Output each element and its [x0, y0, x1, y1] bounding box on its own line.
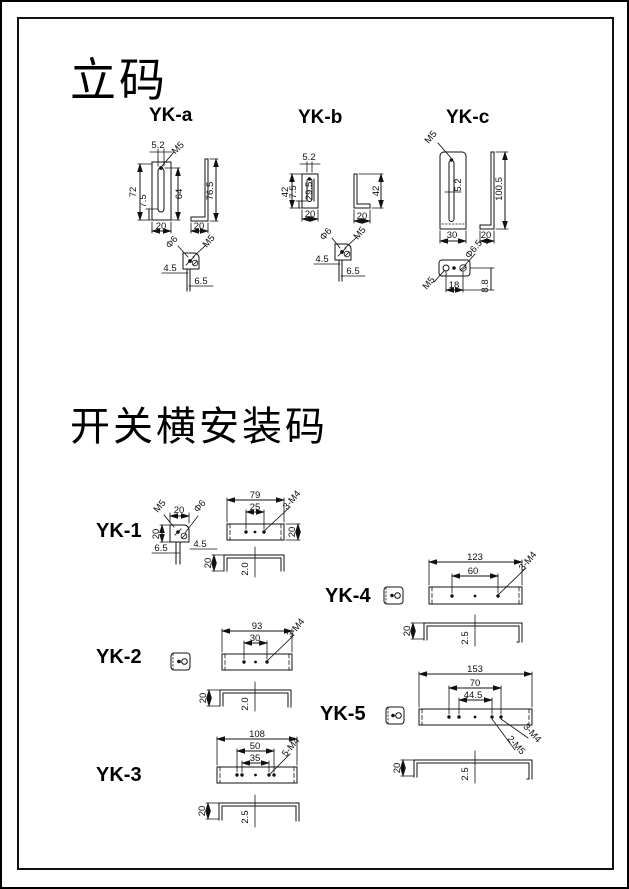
section-title-vertical-brackets: 立码	[70, 55, 168, 106]
yk-5-dim-holes-a: 3-M4	[521, 722, 544, 745]
yk-5-dim-holes-b: 2-M5	[505, 734, 528, 757]
yk-b-dim-off-a: 4.5	[315, 254, 328, 265]
yk-1-dim-width: 20	[287, 527, 298, 538]
yk-1-dim-off-b: 6.5	[154, 543, 167, 554]
part-label-yk-c: YK-c	[446, 107, 490, 128]
yk-1-linework	[151, 497, 301, 578]
yk-c-dim-thread: M5	[423, 129, 440, 146]
yk-b-dim-height: 42	[280, 187, 291, 198]
yk-a-dim-slot-width: 5.2	[151, 140, 164, 151]
yk-a-dim-inner: 7.5	[138, 194, 149, 207]
part-label-yk-1: YK-1	[96, 520, 142, 542]
yk-5-linework	[385, 671, 533, 784]
yk-1-dim-pitch: 25	[250, 502, 261, 513]
yk-a-dim-off-a: 4.5	[163, 263, 176, 274]
yk-a-linework	[137, 148, 219, 292]
yk-5-drawing: 153 70 44.5 3-M4 2-M5 20 2.5	[385, 664, 544, 784]
yk-4-dim-thickness: 2.5	[460, 631, 471, 644]
yk-b-linework	[289, 161, 384, 282]
yk-3-linework	[205, 736, 300, 828]
yk-b-dim-width: 20	[305, 209, 316, 220]
yk-4-dim-holes: 3-M4	[517, 550, 539, 574]
yk-a-drawing: 5.2 M5 72 7.5 64 20 76.5 20 Φ6 M5 4.5 6.…	[128, 140, 219, 292]
yk-3-dim-flange: 20	[197, 806, 208, 817]
yk-b-dim-slot-width: 5.2	[302, 152, 315, 163]
yk-c-dim-side-height: 100.5	[494, 177, 505, 201]
yk-5-dim-length: 153	[467, 664, 483, 675]
part-label-yk-a: YK-a	[149, 105, 193, 126]
yk-4-dim-pitch: 60	[468, 566, 479, 577]
part-label-yk-b: YK-b	[298, 107, 343, 128]
yk-b-dim-inner: 7.5	[288, 185, 299, 198]
section-title-switch-mount-brackets: 开关横安装码	[70, 404, 328, 449]
yk-1-dim-end-height: 20	[151, 529, 162, 540]
yk-a-dim-slot-length: 64	[174, 189, 185, 200]
yk-a-dim-side-height: 76.5	[205, 182, 216, 201]
part-label-yk-5: YK-5	[320, 703, 366, 725]
yk-5-dim-flange: 20	[392, 763, 403, 774]
yk-b-dim-hole-dia: Φ6	[318, 226, 335, 243]
yk-b-dim-slot-length: 29.5	[304, 182, 315, 201]
yk-1-dim-flange: 20	[203, 558, 214, 569]
yk-1-dim-length: 79	[250, 490, 261, 501]
yk-3-dim-pitch-inner: 35	[250, 753, 261, 764]
yk-5-dim-thickness: 2.5	[460, 767, 471, 780]
yk-2-dim-flange: 20	[198, 693, 209, 704]
yk-a-dim-side-base: 20	[194, 221, 205, 232]
yk-5-dim-pitch-inner: 44.5	[464, 690, 483, 701]
yk-3-drawing: 108 50 35 5-M4 20 2.5	[197, 729, 302, 828]
yk-2-linework	[170, 628, 295, 712]
yk-2-dim-holes: 3-M4	[285, 617, 307, 641]
yk-c-dim-pitch: 18	[449, 280, 460, 291]
yk-c-dim-hole-thread: M5	[421, 275, 438, 292]
yk-2-dim-pitch: 30	[250, 633, 261, 644]
yk-a-dim-off-b: 6.5	[194, 276, 207, 287]
yk-1-dim-holes: 3-M4	[281, 489, 303, 513]
yk-c-dim-width: 30	[447, 230, 458, 241]
yk-4-drawing: 123 60 3-M4 20 2.5	[383, 550, 539, 647]
yk-b-dim-off-b: 6.5	[346, 266, 359, 277]
yk-3-dim-pitch-outer: 50	[250, 741, 261, 752]
yk-b-dim-side-height: 42	[371, 186, 382, 197]
yk-2-dim-thickness: 2.0	[240, 697, 251, 710]
yk-1-drawing: M5 20 Φ6 20 4.5 6.5 79 25 3-M4 20 20 2.0	[151, 489, 303, 578]
yk-4-dim-flange: 20	[402, 626, 413, 637]
yk-1-dim-thickness: 2.0	[240, 562, 251, 575]
yk-5-dim-pitch-outer: 70	[470, 678, 481, 689]
yk-c-dim-slot-width: 5.2	[453, 178, 464, 191]
yk-4-dim-length: 123	[467, 552, 483, 563]
yk-2-dim-length: 93	[252, 621, 263, 632]
yk-c-linework	[433, 142, 509, 293]
drawing-frame	[17, 17, 614, 870]
part-label-yk-2: YK-2	[96, 646, 142, 668]
yk-b-drawing: 5.2 42 7.5 29.5 20 42 20 Φ6 M5 4.5 6.5	[280, 152, 384, 282]
yk-4-linework	[383, 559, 527, 647]
yk-1-dim-end-width: 20	[174, 505, 185, 516]
yk-a-dim-width: 20	[156, 221, 167, 232]
yk-c-drawing: M5 5.2 30 100.5 20 Φ6.5 M5 18 8.8	[421, 129, 509, 293]
yk-a-dim-hole-dia: Φ6	[164, 234, 181, 251]
yk-c-dim-off: 8.8	[480, 279, 491, 292]
yk-1-dim-off-a: 4.5	[193, 539, 206, 550]
yk-3-dim-length: 108	[249, 729, 265, 740]
yk-2-drawing: 93 30 3-M4 20 2.0	[170, 617, 307, 712]
yk-a-dim-height: 72	[128, 187, 139, 198]
yk-b-dim-side-base: 20	[357, 211, 368, 222]
yk-1-dim-end-thread: M5	[152, 498, 169, 515]
part-label-yk-3: YK-3	[96, 764, 142, 786]
yk-3-dim-thickness: 2.5	[240, 810, 251, 823]
part-label-yk-4: YK-4	[325, 585, 371, 607]
yk-1-dim-end-hole: Φ6	[192, 498, 209, 515]
yk-c-dim-side-base: 20	[481, 230, 492, 241]
